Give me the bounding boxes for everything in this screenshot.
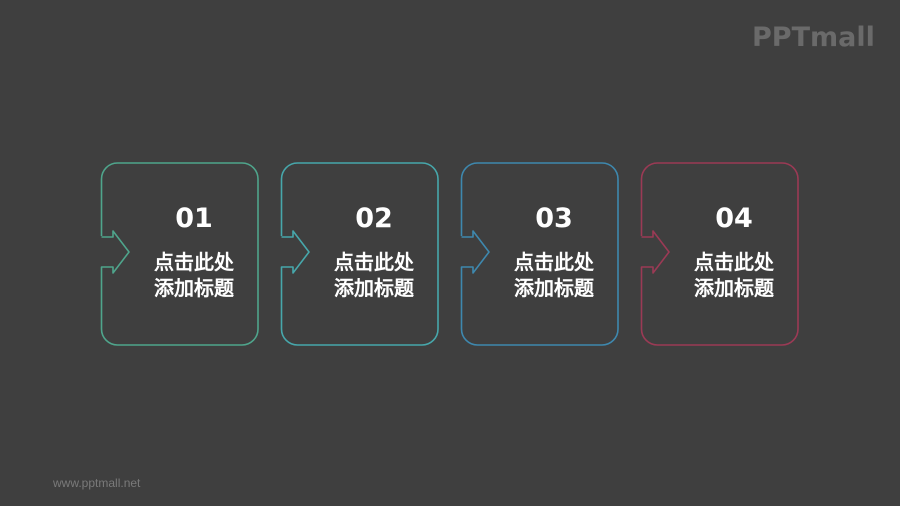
step-title-line2: 添加标题 [154,276,234,300]
arrow-frame-icon [100,162,259,346]
step-title-line2: 添加标题 [514,276,594,300]
step-card-1: 01 点击此处 添加标题 [100,161,260,347]
arrow-frame-icon [460,162,619,346]
step-number: 02 [355,203,393,234]
arrow-frame-icon [640,162,799,346]
step-card-3: 03 点击此处 添加标题 [460,161,620,347]
step-card-2: 02 点击此处 添加标题 [280,161,440,347]
step-title-line1: 点击此处 [334,250,414,274]
step-title-line1: 点击此处 [514,250,594,274]
step-title-line2: 添加标题 [694,276,774,300]
pptmall-logo: PPTmall [752,22,875,53]
step-title: 点击此处 添加标题 [128,249,260,301]
step-title: 点击此处 添加标题 [668,249,800,301]
step-number: 04 [715,203,753,234]
arrow-frame-icon [280,162,439,346]
step-title-line2: 添加标题 [334,276,414,300]
step-number: 03 [535,203,573,234]
step-card-4: 04 点击此处 添加标题 [640,161,800,347]
footer-url: www.pptmall.net [53,476,141,490]
step-title: 点击此处 添加标题 [488,249,620,301]
step-number: 01 [175,203,213,234]
step-title: 点击此处 添加标题 [308,249,440,301]
step-title-line1: 点击此处 [154,250,234,274]
step-title-line1: 点击此处 [694,250,774,274]
